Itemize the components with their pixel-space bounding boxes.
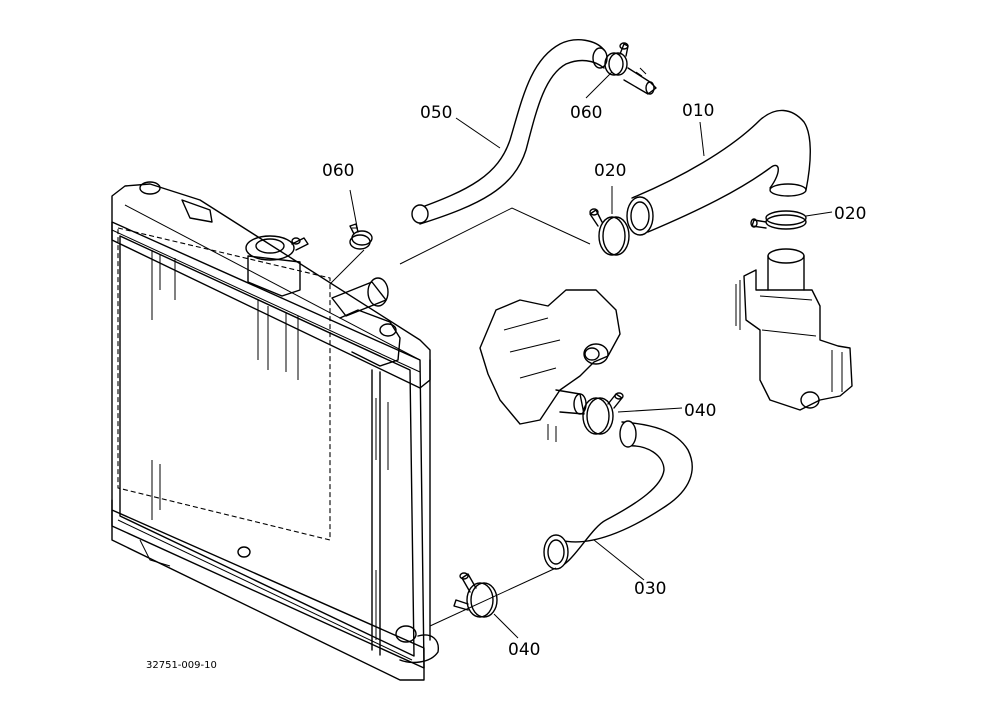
- callout-060-lower: 060: [322, 161, 354, 181]
- clamp-040-upper: [582, 392, 624, 435]
- lower-hose-030: [543, 420, 693, 570]
- upper-hose-010: [626, 109, 811, 236]
- radiator: [111, 181, 439, 681]
- thermostat-housing: [735, 248, 853, 411]
- clamp-060-upper: [604, 42, 629, 76]
- upper-hose-050: [411, 39, 608, 225]
- leader-lines: [329, 71, 833, 639]
- clamp-020-left: [589, 208, 630, 256]
- callout-020-right: 020: [834, 204, 866, 224]
- clamp-040-lower: [453, 572, 498, 618]
- callout-050: 050: [420, 103, 452, 123]
- clamp-020-right: [750, 210, 807, 230]
- clamp-060-lower: [349, 223, 373, 250]
- callout-060-upper: 060: [570, 103, 602, 123]
- callout-030: 030: [634, 579, 666, 599]
- water-pump-housing: [479, 289, 621, 442]
- callout-020-left: 020: [594, 161, 626, 181]
- figure-code: 32751-009-10: [146, 660, 217, 671]
- bypass-fitting: [623, 67, 657, 95]
- callout-040-lower: 040: [508, 640, 540, 660]
- callout-010: 010: [682, 101, 714, 121]
- callout-040-upper: 040: [684, 401, 716, 421]
